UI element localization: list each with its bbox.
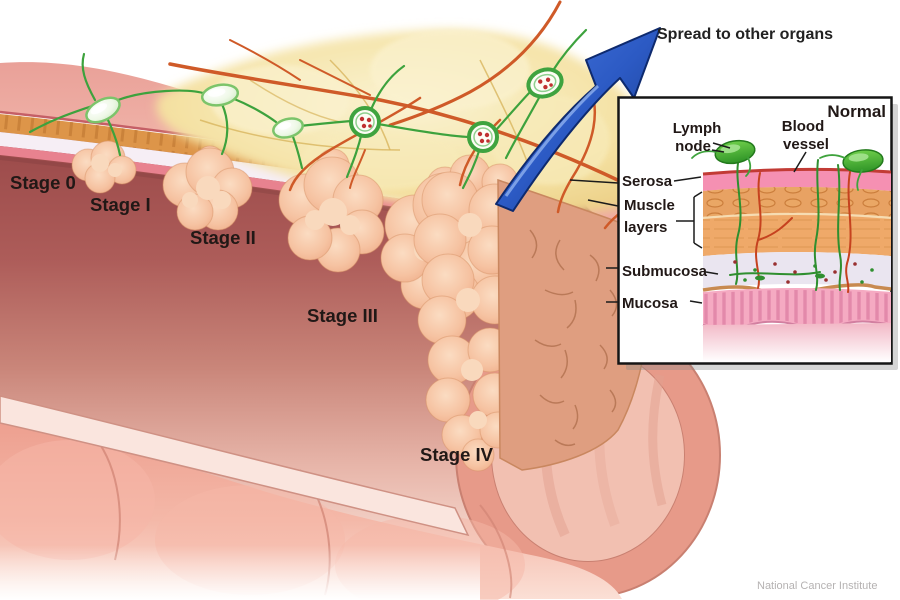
- inset-muscle-label-1: Muscle: [624, 197, 675, 214]
- lymph-vessel-over-arrow: [504, 94, 542, 160]
- inset-submucosa-band: [703, 252, 891, 288]
- credit-text: National Cancer Institute: [757, 580, 877, 592]
- lymph-node: [85, 96, 121, 124]
- inset-blood-vessel-label-1: Blood: [782, 118, 825, 135]
- inset-lymph-node-right: [842, 149, 884, 173]
- inset-submucosa-dots: [733, 260, 874, 284]
- inset-blood-vessels: [755, 171, 852, 293]
- cut-edge-band: [0, 395, 470, 537]
- inset-muscle-gap-line: [702, 212, 891, 220]
- tumor-stage-1: [162, 145, 253, 231]
- involved-lymph-node: [526, 67, 564, 99]
- bottom-white-fade: [0, 545, 480, 600]
- blood-vessel-main: [168, 62, 650, 197]
- inset-lymph-node-label-2: node: [675, 138, 711, 155]
- inset-lymph-node-label-1: Lymph: [673, 120, 722, 137]
- stage-3-label: Stage III: [307, 305, 378, 326]
- inset-pink-fade: [703, 323, 891, 362]
- involved-lymph-node: [467, 121, 499, 153]
- inset-serosa-label: Serosa: [622, 173, 673, 190]
- inset-submucosa-label: Submucosa: [622, 263, 708, 280]
- stage-2-label: Stage II: [190, 227, 256, 248]
- involved-lymph-node: [349, 106, 381, 138]
- tumor-stage-0: [71, 140, 137, 194]
- stage-1-label: Stage I: [90, 194, 151, 215]
- inset-mucosa-label: Mucosa: [622, 295, 679, 312]
- tumor-cut-face-lobules: [529, 229, 618, 447]
- spread-annotation: Spread to other organs: [657, 26, 833, 43]
- lymph-node: [272, 117, 304, 139]
- inset-illustration: [691, 139, 891, 362]
- inset-blood-vessel-label-2: vessel: [783, 136, 829, 153]
- stage-4-label: Stage IV: [420, 444, 494, 465]
- lymph-vessels: [28, 28, 588, 190]
- inset-muscle-label-2: layers: [624, 219, 667, 236]
- inset-node-tendrils: [691, 150, 863, 191]
- inset-leader-lines: [569, 142, 807, 304]
- inset-normal-wall: Normal Lymph node Blood vessel Serosa Mu…: [569, 96, 898, 370]
- lymph-node: [200, 83, 240, 107]
- inset-serosa-band: [703, 170, 891, 191]
- inset-title: Normal: [827, 102, 886, 121]
- stage-0-label: Stage 0: [10, 172, 76, 193]
